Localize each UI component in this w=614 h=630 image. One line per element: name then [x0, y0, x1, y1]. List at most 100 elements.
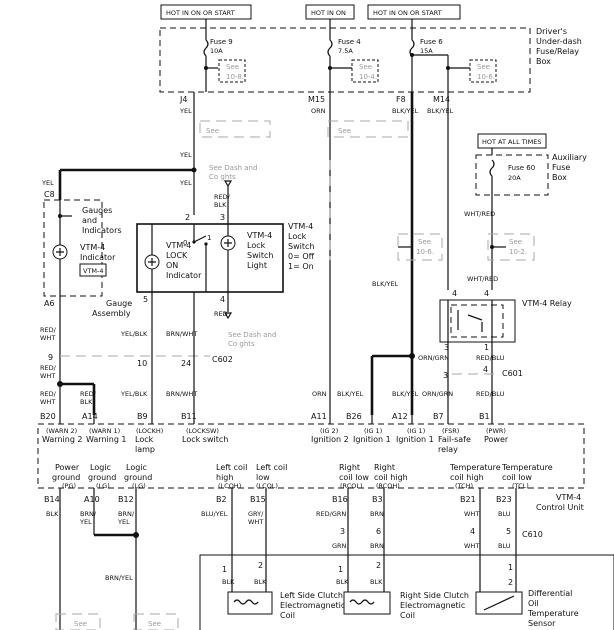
gauge-assembly: Gauges and Indicators VTM-4 Indicator VT… [43, 199, 132, 318]
svg-text:2: 2 [508, 578, 513, 587]
svg-text:1: 1 [338, 565, 343, 574]
svg-text:4: 4 [220, 295, 225, 304]
svg-text:RED/: RED/ [214, 193, 231, 201]
svg-text:Fuse/Relay: Fuse/Relay [536, 47, 579, 56]
svg-text:BRN: BRN [370, 510, 384, 518]
svg-text:1: 1 [508, 563, 513, 572]
svg-text:BLU/YEL: BLU/YEL [201, 510, 228, 518]
svg-text:HOT IN ON: HOT IN ON [311, 9, 346, 17]
svg-text:VTM-4: VTM-4 [166, 241, 191, 250]
svg-text:See: See [338, 127, 351, 135]
svg-text:Box: Box [552, 173, 567, 182]
svg-text:BLK: BLK [80, 398, 93, 406]
svg-text:2: 2 [258, 561, 263, 570]
svg-text:(LOCKH): (LOCKH) [136, 427, 163, 435]
svg-text:5: 5 [143, 295, 148, 304]
svg-text:2: 2 [185, 213, 190, 222]
svg-text:BRN/: BRN/ [118, 510, 135, 518]
svg-text:Co ghts: Co ghts [228, 340, 255, 348]
svg-text:24: 24 [181, 359, 191, 368]
svg-text:BLU: BLU [498, 542, 511, 550]
svg-text:1: 1 [484, 343, 489, 352]
svg-text:1= On: 1= On [288, 262, 314, 271]
fuse-6-amp: 15A [420, 47, 433, 55]
right-clutch-coil: Right Side Clutch Electromagnetic Coil [343, 591, 469, 620]
svg-text:YEL: YEL [117, 518, 130, 526]
svg-text:ORN/GRN: ORN/GRN [422, 390, 453, 398]
svg-text:(TCL): (TCL) [512, 482, 529, 490]
svg-text:10: 10 [137, 359, 147, 368]
svg-text:coil low: coil low [502, 473, 532, 482]
svg-text:Coil: Coil [280, 611, 295, 620]
svg-text:BLK: BLK [214, 201, 227, 209]
svg-text:ground: ground [88, 473, 116, 482]
connector-c610: C610 [522, 530, 543, 539]
svg-text:YEL: YEL [179, 179, 192, 187]
svg-text:(PG): (PG) [62, 482, 76, 490]
svg-text:4: 4 [470, 527, 475, 536]
svg-text:BLK/YEL: BLK/YEL [392, 107, 419, 115]
svg-text:VTM-4: VTM-4 [247, 231, 272, 240]
fuse-9-label: Fuse 9 [210, 38, 233, 46]
connector-f8: F8 [396, 95, 406, 104]
connector-c8: C8 [44, 190, 55, 199]
svg-text:9: 9 [48, 353, 53, 362]
svg-text:Temperature: Temperature [527, 609, 579, 618]
svg-text:Co ghts: Co ghts [209, 173, 236, 181]
svg-text:WHT/RED: WHT/RED [467, 275, 498, 283]
svg-text:relay: relay [438, 445, 458, 454]
svg-text:Control Unit: Control Unit [536, 503, 584, 512]
svg-text:and: and [82, 216, 97, 225]
svg-text:YEL: YEL [41, 179, 54, 187]
svg-text:B23: B23 [496, 495, 512, 504]
svg-text:YEL: YEL [179, 151, 192, 159]
svg-text:BLK: BLK [370, 578, 383, 586]
power-tag-hot-on-or-start-1: HOT IN ON OR START [160, 4, 252, 20]
svg-text:Left Side Clutch: Left Side Clutch [280, 591, 343, 600]
svg-text:(TCH): (TCH) [455, 482, 473, 490]
svg-text:(LG): (LG) [96, 482, 110, 490]
svg-text:B15: B15 [250, 495, 266, 504]
vtm4-control-unit: (WARN 2) Warning 2 (WARN 1) Warning 1 (L… [37, 415, 585, 490]
ecu-top-pins: B20 A14 B9 B11 A11 B26 A12 B7 B1 [40, 412, 490, 421]
svg-text:Gauge: Gauge [106, 299, 132, 308]
svg-text:BRN/YEL: BRN/YEL [105, 574, 133, 582]
svg-text:WHT: WHT [40, 398, 55, 406]
svg-text:10-6.: 10-6. [477, 73, 495, 81]
svg-text:BRN: BRN [370, 542, 384, 550]
svg-text:Fail-safe: Fail-safe [438, 435, 471, 444]
fuse-4-label: Fuse 4 [338, 38, 361, 46]
svg-text:Left coil: Left coil [256, 463, 287, 472]
svg-text:B1: B1 [479, 412, 490, 421]
svg-text:See: See [359, 63, 372, 71]
svg-text:See Dash and: See Dash and [209, 164, 257, 172]
svg-text:B21: B21 [460, 495, 476, 504]
svg-text:HOT IN ON OR START: HOT IN ON OR START [373, 9, 442, 17]
svg-text:Oil: Oil [528, 599, 539, 608]
svg-text:1: 1 [207, 234, 211, 242]
fuse-9-amp: 10A [210, 47, 223, 55]
svg-text:ground: ground [124, 473, 152, 482]
svg-text:Lock: Lock [247, 241, 266, 250]
svg-text:See Dash and: See Dash and [228, 331, 276, 339]
svg-text:Power: Power [55, 463, 80, 472]
fuse-6-label: Fuse 6 [420, 38, 443, 46]
svg-text:A12: A12 [392, 412, 408, 421]
svg-text:low: low [256, 473, 270, 482]
power-tag-hot-on-or-start-2: HOT IN ON OR START [367, 4, 461, 20]
svg-text:Under-dash: Under-dash [536, 37, 582, 46]
svg-text:(PWR): (PWR) [486, 427, 506, 435]
svg-text:(IG 1): (IG 1) [407, 427, 425, 435]
svg-text:Light: Light [247, 261, 267, 270]
svg-text:(IG 2): (IG 2) [320, 427, 338, 435]
svg-text:Warning 2: Warning 2 [42, 435, 83, 444]
under-dash-fuse-box: Driver's Under-dash Fuse/Relay Box Fuse … [159, 27, 582, 93]
svg-text:(LOCKSW): (LOCKSW) [186, 427, 219, 435]
svg-text:6: 6 [376, 527, 381, 536]
vtm4-indicator-label: VTM-4 [80, 243, 105, 252]
svg-text:Right: Right [374, 463, 395, 472]
svg-text:B26: B26 [346, 412, 362, 421]
svg-text:coil high: coil high [374, 473, 408, 482]
svg-text:RED/: RED/ [80, 390, 97, 398]
